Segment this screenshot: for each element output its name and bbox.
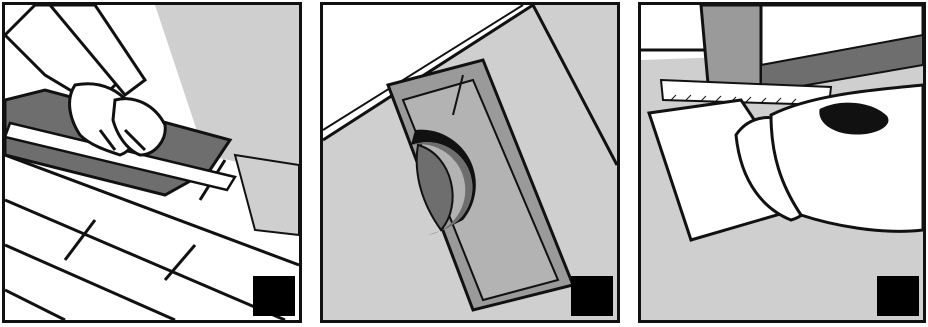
cutting-jig-drawing (323, 5, 617, 320)
plank-scoring-drawing (5, 5, 299, 320)
illustration-panel-1 (2, 2, 302, 323)
illustration-panel-3 (638, 2, 926, 323)
step-marker-icon (253, 276, 295, 316)
floor-plank-right (235, 155, 299, 235)
step-marker-icon (571, 276, 613, 316)
illustration-panel-2 (320, 2, 620, 323)
step-marker-icon (877, 276, 919, 316)
casing-cut-drawing (641, 5, 923, 320)
